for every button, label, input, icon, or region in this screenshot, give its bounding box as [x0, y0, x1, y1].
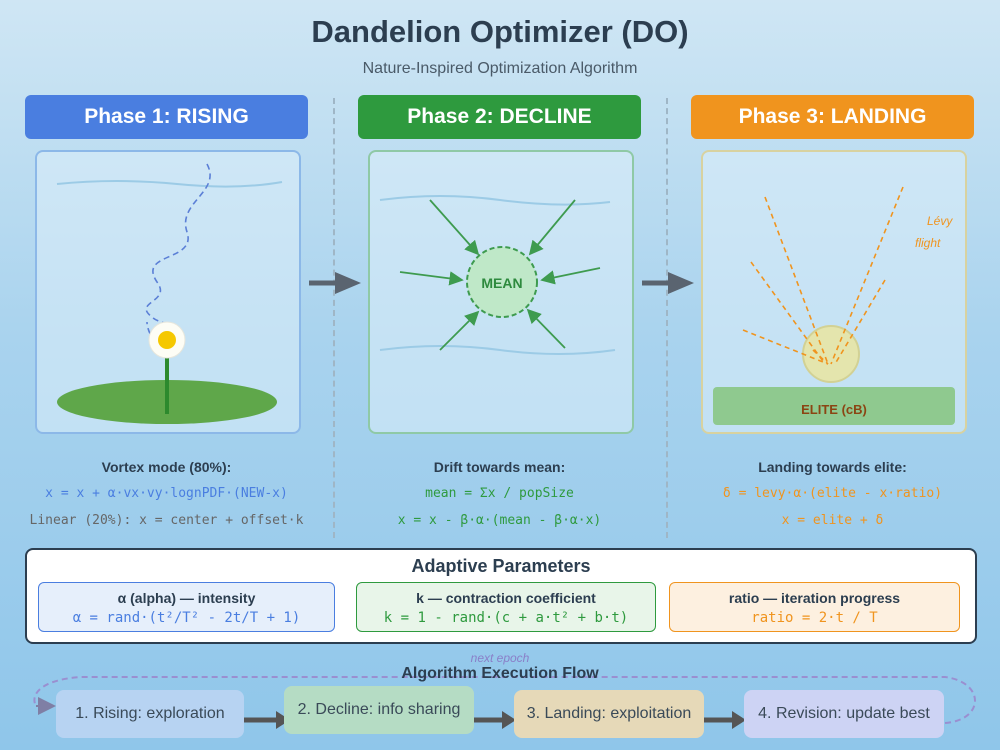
flow-step-decline: 2. Decline: info sharing — [284, 686, 474, 734]
levy-label-2: flight — [915, 236, 941, 250]
phase2-header-label: Phase 2: DECLINE — [407, 105, 592, 128]
flow-step-rising: 1. Rising: exploration — [56, 690, 244, 738]
page-title: Dandelion Optimizer (DO) — [311, 14, 689, 49]
levy-flight-paths — [742, 186, 904, 365]
phase3-equation-1: δ = levy·α·(elite - x·ratio) — [722, 486, 943, 501]
phase2-header: Phase 2: DECLINE — [358, 95, 641, 139]
phase3-illustration: ELITE (cB) Lévy flight — [701, 150, 967, 434]
next-epoch-label: next epoch — [470, 651, 530, 665]
flow-step-landing: 3. Landing: exploitation — [514, 690, 704, 738]
decline-svg: MEAN — [379, 195, 616, 355]
param-ratio-formula: ratio = 2·t / T — [751, 610, 878, 626]
param-ratio-title: ratio — iteration progress — [728, 590, 901, 606]
elite-label: ELITE (cB) — [801, 402, 867, 417]
phase1-desc-title: Vortex mode (80%): — [101, 459, 232, 475]
flow-step-label: 4. Revision: update best — [758, 705, 930, 722]
mean-circle — [466, 246, 538, 318]
param-k-title: k — contraction coefficient — [416, 590, 596, 606]
phase1-equation-1: x = x + α·vx·vy·lognPDF·(NEW-x) — [45, 486, 288, 501]
flow-title: Algorithm Execution Flow — [401, 665, 599, 682]
dandelion-center — [158, 331, 176, 349]
flow-loop-svg — [33, 676, 976, 729]
flow-step-revision: 4. Revision: update best — [744, 690, 944, 738]
param-card-ratio: ratio — iteration progress ratio = 2·t /… — [669, 582, 960, 632]
phase3-desc-title: Landing towards elite: — [758, 459, 907, 475]
phase-separator — [666, 98, 668, 538]
flow-step-label: 2. Decline: info sharing — [297, 701, 461, 718]
levy-label-1: Lévy — [927, 214, 953, 228]
phase1-header: Phase 1: RISING — [25, 95, 308, 139]
param-alpha-formula: α = rand·(t²/T² - 2t/T + 1) — [72, 610, 301, 626]
adaptive-parameters-title: Adaptive Parameters — [411, 556, 591, 576]
phase1-equation-2: Linear (20%): x = center + offset·k — [29, 513, 304, 528]
rising-dandelion-svg — [56, 163, 283, 424]
phase3-header-label: Phase 3: LANDING — [738, 105, 927, 128]
next-epoch-loop — [33, 676, 976, 724]
phase2-desc-title: Drift towards mean: — [433, 459, 566, 475]
arrow-icon — [309, 272, 361, 294]
page-subtitle: Nature-Inspired Optimization Algorithm — [362, 60, 638, 77]
param-card-k: k — contraction coefficient k = 1 - rand… — [356, 582, 656, 632]
landing-svg: ELITE (cB) Lévy flight — [713, 186, 955, 425]
phase1-illustration — [35, 150, 301, 434]
elite-glow — [802, 325, 860, 383]
phase2-equation-1: mean = Σx / popSize — [425, 486, 574, 501]
flow-step-label: 1. Rising: exploration — [75, 705, 225, 722]
phase-separator — [333, 98, 335, 538]
param-alpha-title: α (alpha) — intensity — [117, 590, 256, 606]
flow-step-label: 3. Landing: exploitation — [526, 705, 692, 722]
phase2-equation-2: x = x - β·α·(mean - β·α·x) — [397, 513, 602, 528]
phase3-header: Phase 3: LANDING — [691, 95, 974, 139]
phase3-equation-2: x = elite + δ — [781, 513, 884, 528]
param-k-formula: k = 1 - rand·(c + a·t² + b·t) — [383, 610, 629, 626]
param-card-alpha: α (alpha) — intensity α = rand·(t²/T² - … — [38, 582, 335, 632]
phase2-illustration: MEAN — [368, 150, 634, 434]
elite-ground — [713, 387, 955, 425]
arrow-icon — [642, 272, 694, 294]
mean-label: MEAN — [481, 275, 522, 291]
vortex-path — [145, 163, 211, 346]
phase1-header-label: Phase 1: RISING — [84, 105, 249, 128]
